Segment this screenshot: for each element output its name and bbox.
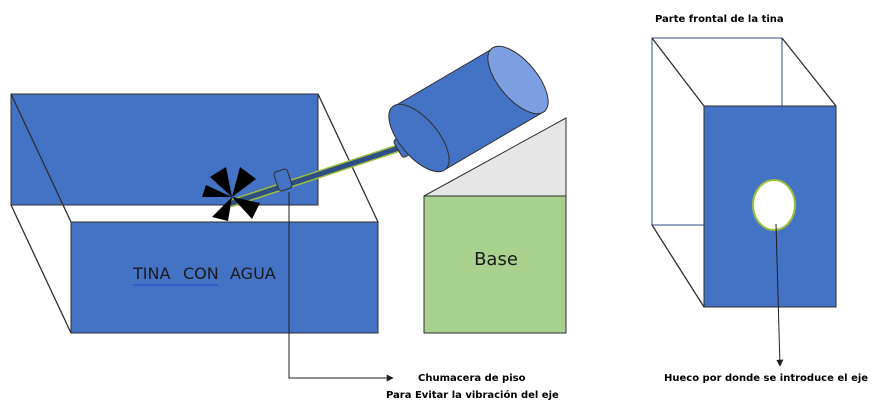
motor-cylinder-icon [388,45,549,173]
tank-edge-bottom-left [10,204,72,334]
tank [10,93,379,334]
tank-edge-top-right [317,93,379,223]
hole-callout-arrow [775,223,784,367]
bearing-callout-arrow [288,192,394,382]
shaft [228,141,412,207]
tank-back-face [10,93,319,206]
hole-callout-label: Hueco por donde se introduce el eje [664,373,868,384]
tank-front-face [70,221,379,334]
tank-edge-top-left [10,93,72,223]
bearing-callout-line2: Para Evitar la vibración del eje [386,389,559,401]
base-label: Base [474,249,518,270]
bearing-callout-line1: Chumacera de piso [418,373,526,384]
bearing-icon [273,168,293,192]
shaft-hole [752,179,796,231]
tank-label-word-3: AGUA [230,264,276,283]
front-view-box [651,37,837,308]
tank-label-word-1: TINA [132,264,170,283]
base-block [423,195,567,334]
propeller-icon [202,167,260,221]
front-view-title: Parte frontal de la tina [655,14,784,25]
tank-label-word-2: CON [183,264,219,283]
